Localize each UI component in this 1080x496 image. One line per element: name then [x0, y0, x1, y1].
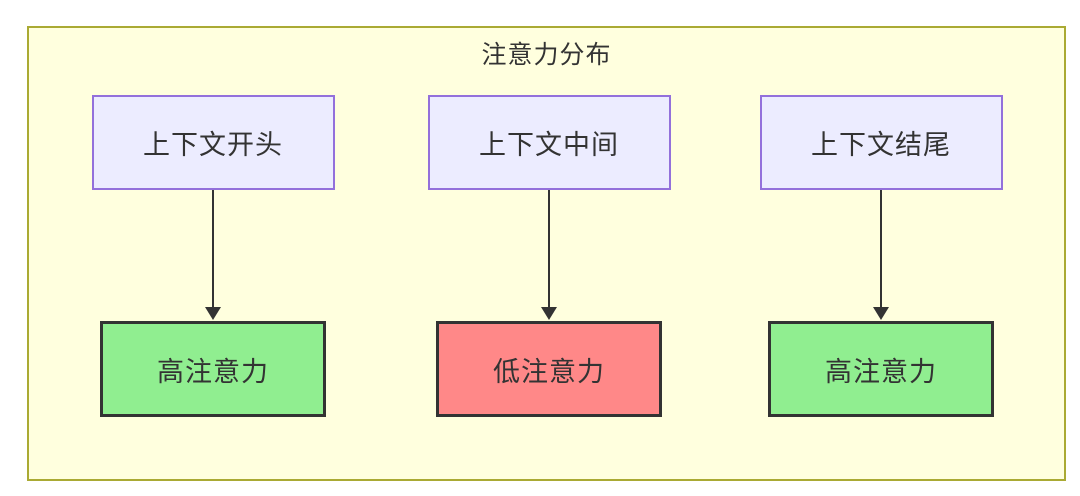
- arrow-line: [212, 190, 214, 308]
- diagram-title: 注意力分布: [481, 41, 612, 69]
- node-context-middle: 上下文中间: [427, 95, 671, 190]
- diagram-column-middle: 上下文中间 低注意力: [425, 95, 673, 417]
- diagram-canvas: 注意力分布 上下文开头 高注意力 上下文中间 低注意力 上下文结尾 高注意力: [27, 26, 1066, 481]
- arrow-down-icon: [873, 190, 889, 321]
- arrow-line: [548, 190, 550, 308]
- node-context-end: 上下文结尾: [759, 95, 1003, 190]
- arrow-down-icon: [541, 190, 557, 321]
- arrow-head: [205, 307, 221, 320]
- diagram-column-start: 上下文开头 高注意力: [89, 95, 337, 417]
- node-context-start: 上下文开头: [91, 95, 335, 190]
- node-low-attention-middle: 低注意力: [436, 321, 662, 417]
- node-high-attention-start: 高注意力: [100, 321, 326, 417]
- arrow-down-icon: [205, 190, 221, 321]
- diagram-column-end: 上下文结尾 高注意力: [757, 95, 1005, 417]
- arrow-head: [873, 307, 889, 320]
- arrow-line: [880, 190, 882, 308]
- arrow-head: [541, 307, 557, 320]
- node-high-attention-end: 高注意力: [768, 321, 994, 417]
